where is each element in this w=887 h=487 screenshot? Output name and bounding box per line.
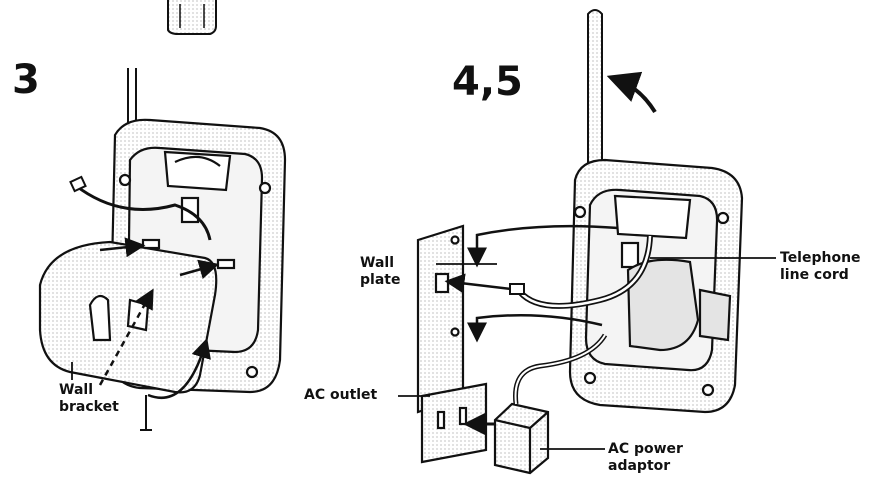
label-ac-adaptor-line1: AC power xyxy=(608,441,683,457)
slot-arrow-1 xyxy=(99,237,146,258)
label-telephone-line2: line cord xyxy=(780,267,849,283)
antenna-right xyxy=(587,9,603,186)
step-number-3: 3 xyxy=(12,57,40,103)
label-wall-bracket: Wall bracket xyxy=(59,382,119,416)
jack-arrow xyxy=(444,273,521,294)
hang-arrow-top xyxy=(467,224,619,268)
ac-outlet xyxy=(420,382,488,464)
label-wall-plate-line2: plate xyxy=(360,272,401,288)
wall-bracket xyxy=(38,240,218,394)
label-wall-plate: Wall plate xyxy=(360,255,400,289)
label-telephone-line-cord: Telephone line cord xyxy=(780,250,861,284)
label-wall-bracket-line1: Wall xyxy=(59,382,93,398)
base-unit-right xyxy=(568,158,744,414)
pin-left xyxy=(140,395,152,431)
label-ac-adaptor-line2: adaptor xyxy=(608,458,671,474)
raise-antenna-arrow xyxy=(606,71,657,114)
label-wall-plate-line1: Wall xyxy=(360,255,394,271)
loose-cord-left xyxy=(74,183,212,241)
label-ac-outlet: AC outlet xyxy=(304,387,378,403)
slot-arrow-2 xyxy=(179,259,220,280)
hang-arrow-bottom xyxy=(467,313,603,343)
rotate-arrow-left xyxy=(147,337,211,400)
label-ac-power-adaptor: AC power adaptor xyxy=(608,441,683,475)
ac-power-adaptor xyxy=(493,402,550,475)
cord-plug-left xyxy=(69,175,87,193)
handset-top-fragment xyxy=(167,0,217,35)
line-cord-plug xyxy=(509,283,525,295)
step-number-4-5: 4,5 xyxy=(452,59,523,105)
wall-plate xyxy=(416,224,465,414)
label-wall-bracket-line2: bracket xyxy=(59,399,119,415)
label-telephone-line1: Telephone xyxy=(780,250,861,266)
